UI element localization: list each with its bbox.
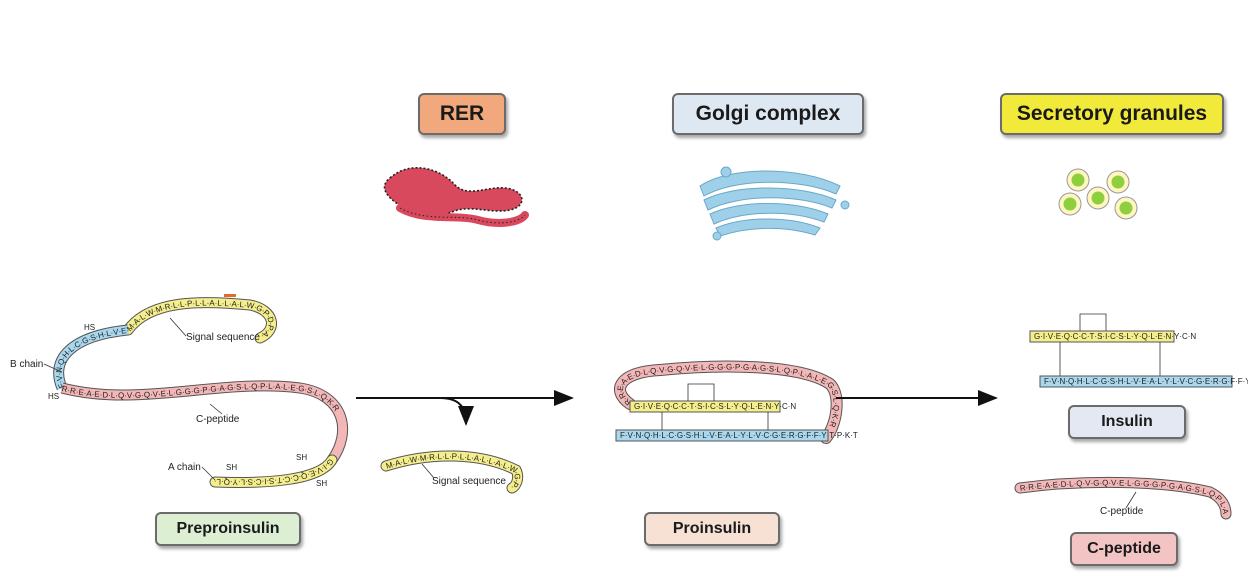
sh-label-3: SH — [316, 479, 327, 488]
b-chain-residues: F·V·N·Q·H·L·C·G·S·H·L·V·E·A·L·Y·L·V·C·G·… — [0, 0, 130, 389]
stage-rer-label: RER — [418, 93, 506, 135]
signal-sequence-label: Signal sequence — [186, 332, 260, 343]
proinsulin-molecule: R·R·E·A·E·D·L·Q·V·G·Q·V·E·L·G·G·G·P·G·A·… — [614, 360, 858, 444]
product-insulin-label: Insulin — [1068, 405, 1186, 439]
c-peptide-label-free: C-peptide — [1100, 506, 1144, 517]
product-proinsulin-label: Proinsulin — [644, 512, 780, 546]
insulin-molecule: G·I·V·E·Q·C·C·T·S·I·C·S·L·Y·Q·L·E·N·Y·C·… — [1029, 313, 1248, 388]
preproinsulin-chain: M·A·L·W·M·R·L·L·P·L·L·A·L·L·A·L·W·G·P·D·… — [0, 0, 343, 486]
rer-organelle-icon — [383, 167, 529, 227]
hs-label-top: HS — [84, 323, 95, 332]
svg-text:G·I·V·E·Q·C·C·T·S·I·C·S·L·Y·Q·: G·I·V·E·Q·C·C·T·S·I·C·S·L·Y·Q·L·E·N·Y·C·… — [1034, 332, 1196, 341]
cleavage-arrow-icon — [439, 397, 474, 426]
svg-text:R·R·E·A·E·D·L·Q·V·G·Q·V·E·L·G·: R·R·E·A·E·D·L·Q·V·G·Q·V·E·L·G·G·G·P·G·A·… — [0, 0, 1230, 515]
cleaved-signal-sequence: M·A·L·W·M·R·L·L·P·L·L·A·L·L·A·L·W·G·P·D·… — [0, 0, 524, 494]
c-peptide-residues: R·R·E·A·E·D·L·Q·V·G·Q·V·E·L·G·G·G·P·G·A·… — [61, 382, 341, 413]
svg-text:F·V·N·Q·H·L·C·G·S·H·L·V·E·A·L·: F·V·N·Q·H·L·C·G·S·H·L·V·E·A·L·Y·L·V·C·G·… — [1044, 377, 1248, 386]
marker-dash — [224, 294, 236, 297]
a-chain-label: A chain — [168, 462, 201, 473]
b-chain-label: B chain — [10, 359, 43, 370]
svg-text:F·V·N·Q·H·L·C·G·S·H·L·V·E·A·L·: F·V·N·Q·H·L·C·G·S·H·L·V·E·A·L·Y·L·V·C·G·… — [620, 431, 858, 440]
stage-granules-label: Secretory granules — [1000, 93, 1224, 135]
product-c-peptide-label: C-peptide — [1070, 532, 1178, 566]
sh-label-1: SH — [226, 463, 237, 472]
sh-label-2: SH — [296, 453, 307, 462]
stage-golgi-label: Golgi complex — [672, 93, 864, 135]
c-peptide-label-preproinsulin: C-peptide — [196, 414, 240, 425]
svg-text:M·A·L·W·M·R·L·L·P·L·L·A·L·L·A·: M·A·L·W·M·R·L·L·P·L·L·A·L·L·A·L·W·G·P·D·… — [0, 0, 522, 492]
golgi-organelle-icon — [699, 166, 850, 241]
svg-text:G·I·V·E·Q·C·C·T·S·I·C·S·L·Y·Q·: G·I·V·E·Q·C·C·T·S·I·C·S·L·Y·Q·L·E·N·Y·C·… — [634, 402, 796, 411]
c-peptide-molecule: R·R·E·A·E·D·L·Q·V·G·Q·V·E·L·G·G·G·P·G·A·… — [0, 0, 1232, 520]
signal-sequence-residues: M·A·L·W·M·R·L·L·P·L·L·A·L·L·A·L·W·G·P·D·… — [0, 0, 276, 341]
hs-label-bottom: HS — [48, 392, 59, 401]
a-chain-residues: G·I·V·E·Q·C·C·T·S·I·C·S·L·Y·Q·L·E·N·Y·C·… — [0, 0, 335, 486]
product-preproinsulin-label: Preproinsulin — [155, 512, 301, 546]
signal-sequence-label-cleaved: Signal sequence — [432, 476, 506, 487]
secretory-granule-icon — [1058, 168, 1138, 220]
